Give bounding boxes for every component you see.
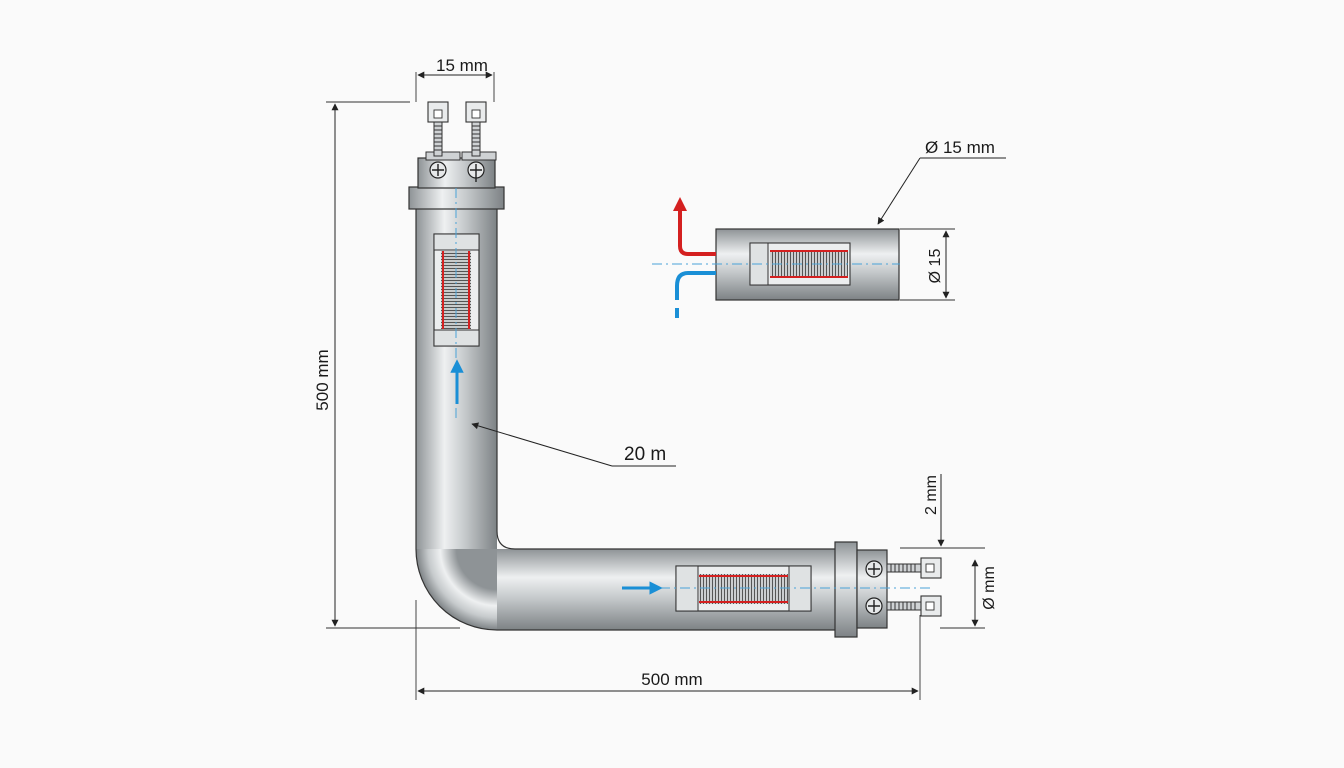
detail-section-view (652, 197, 900, 318)
dim-right-top-label: 2 mm (923, 475, 940, 515)
hot-flow-arrow-icon (673, 197, 716, 256)
top-terminal-head (408, 101, 505, 210)
dim-detail-side (900, 228, 955, 301)
dim-height-label: 500 mm (313, 349, 332, 410)
dim-top-width (415, 71, 495, 102)
leader-wall (471, 422, 676, 467)
leader-detail-diameter (877, 157, 1006, 225)
screw-terminal-icon (467, 161, 485, 182)
dim-height (326, 101, 460, 629)
leader-detail-diameter-label: Ø 15 mm (925, 138, 995, 157)
dim-bottom-length-label: 500 mm (641, 670, 702, 689)
screw-terminal-icon (429, 161, 447, 179)
screw-terminal-icon (865, 597, 883, 615)
dim-detail-side-label: Ø 15 (927, 249, 944, 284)
cold-flow-line-icon (675, 271, 716, 300)
right-terminal-head (834, 541, 942, 638)
dim-right-side (940, 559, 985, 629)
dim-bottom-length (415, 600, 921, 700)
screw-terminal-icon (865, 560, 883, 578)
dim-right-side-label: Ø mm (981, 566, 998, 610)
dim-top-width-label: 15 mm (436, 56, 488, 75)
leader-wall-label: 20 m (624, 444, 666, 465)
dim-right-top (900, 474, 985, 549)
heating-coil-icon (433, 233, 480, 347)
tube-bend (416, 549, 497, 630)
